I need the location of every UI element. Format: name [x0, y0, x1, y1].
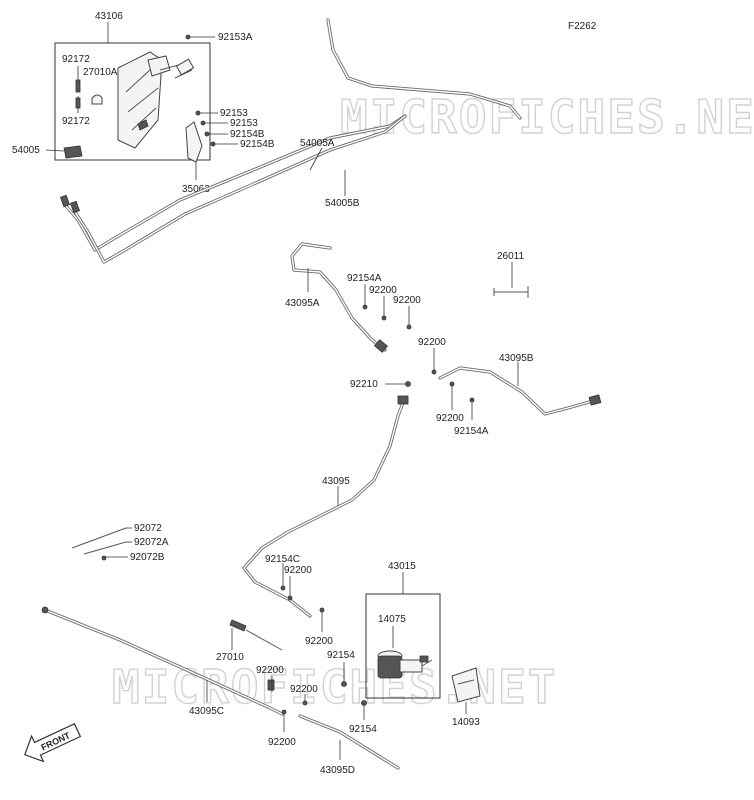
label-92154B-b: 92154B — [240, 139, 275, 150]
label-92172-b: 92172 — [62, 116, 90, 127]
label-92153-a: 92153 — [220, 108, 248, 119]
front-arrow: FRONT — [24, 723, 82, 763]
bolt-92153A — [185, 34, 191, 40]
label-92200-g: 92200 — [256, 665, 284, 676]
label-43095A: 43095A — [285, 298, 320, 309]
master-cylinder-14075 — [377, 650, 433, 679]
label-92154B-a: 92154B — [230, 129, 265, 140]
label-43106: 43106 — [95, 11, 123, 22]
part-54005 — [63, 145, 83, 159]
label-92210: 92210 — [350, 379, 378, 390]
label-54005A: 54005A — [300, 138, 335, 149]
tube-54005A — [64, 18, 522, 252]
label-43095C: 43095C — [189, 706, 224, 717]
label-92072B: 92072B — [130, 552, 165, 563]
label-43015: 43015 — [388, 561, 416, 572]
watermark-top: MICROFICHES.NET — [340, 90, 754, 144]
label-92200-c: 92200 — [418, 337, 446, 348]
bracket-14093 — [451, 667, 481, 703]
label-43095D: 43095D — [320, 765, 355, 776]
label-92154C: 92154C — [265, 554, 300, 565]
label-92072: 92072 — [134, 523, 162, 534]
clip-92172-bottom — [75, 97, 81, 109]
label-92200-i: 92200 — [268, 737, 296, 748]
figure-code: F2262 — [568, 21, 597, 32]
label-92153-b: 92153 — [230, 118, 258, 129]
label-43095: 43095 — [322, 476, 350, 487]
label-92154-a: 92154 — [327, 650, 355, 661]
label-92200-h: 92200 — [290, 684, 318, 695]
hose-43095A — [290, 242, 387, 352]
clamp-27010 — [229, 619, 247, 632]
hose-43095D — [298, 714, 400, 770]
label-92154-b: 92154 — [349, 724, 377, 735]
label-92154A-b: 92154A — [454, 426, 489, 437]
label-54005: 54005 — [12, 145, 40, 156]
label-54005B: 54005B — [325, 198, 360, 209]
hose-43095 — [242, 398, 406, 618]
clip-92172-top — [75, 79, 81, 93]
label-92072A: 92072A — [134, 537, 169, 548]
label-92200-f: 92200 — [305, 636, 333, 647]
label-35063: 35063 — [182, 184, 210, 195]
label-14075: 14075 — [378, 614, 406, 625]
label-14093: 14093 — [452, 717, 480, 728]
bracket-35063 — [185, 121, 203, 163]
label-92200-b: 92200 — [393, 295, 421, 306]
label-92200-d: 92200 — [436, 413, 464, 424]
hose-43095C — [43, 608, 284, 716]
label-92172-a: 92172 — [62, 54, 90, 65]
label-92154A: 92154A — [347, 273, 382, 284]
hose-43095B — [438, 366, 598, 416]
label-26011: 26011 — [497, 251, 525, 262]
label-92200-a: 92200 — [369, 285, 397, 296]
clamp-27010A — [91, 94, 103, 105]
label-43095B: 43095B — [499, 353, 534, 364]
group-43015 — [365, 593, 441, 699]
reservoir-bracket — [117, 51, 163, 149]
group-43106: 43106 92172 27010A 92172 — [54, 11, 211, 161]
label-92153A: 92153A — [218, 32, 253, 43]
label-27010: 27010 — [216, 652, 244, 663]
label-92200-e: 92200 — [284, 565, 312, 576]
arrow-marker — [137, 119, 149, 131]
tube-54005B — [73, 114, 407, 264]
label-27010A: 27010A — [83, 67, 118, 78]
